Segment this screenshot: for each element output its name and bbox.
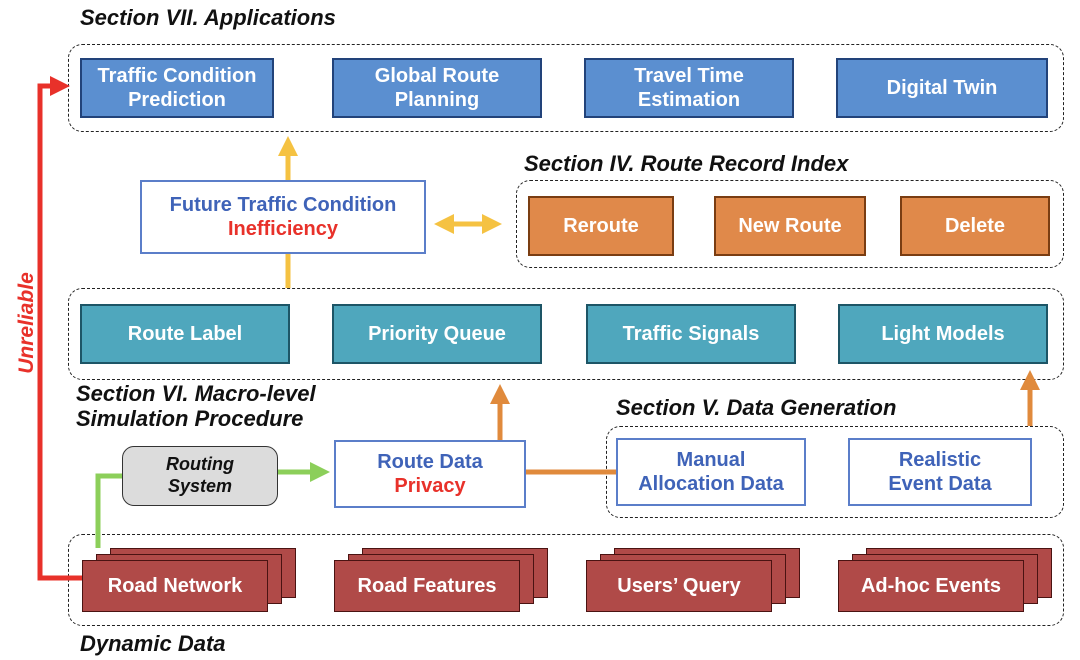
app-label-line2: Prediction — [128, 89, 226, 111]
doc-sheet-front: Road Features — [334, 560, 520, 612]
op-delete: Delete — [900, 196, 1050, 256]
section-dynamic-data-title: Dynamic Data — [80, 631, 226, 656]
app-label-line2: Estimation — [637, 89, 741, 111]
section-macro-line1: Section VI. Macro-level — [76, 381, 316, 406]
doc-sheet-front: Users’ Query — [586, 560, 772, 612]
doc-users-query: Users’ Query — [586, 548, 800, 614]
route-data-issue: Privacy — [394, 475, 466, 497]
sim-priority-queue: Priority Queue — [332, 304, 542, 364]
doc-label: Road Features — [357, 574, 497, 597]
doc-label: Road Network — [107, 574, 243, 597]
doc-label: Users’ Query — [617, 574, 741, 597]
route-data-box: Route Data Privacy — [334, 440, 526, 508]
routing-system-box: Routing System — [122, 446, 278, 506]
app-label-line2: Planning — [394, 89, 480, 111]
doc-label: Ad-hoc Events — [860, 574, 1002, 597]
doc-road-network: Road Network — [82, 548, 296, 614]
section-route-record-index-title: Section IV. Route Record Index — [524, 151, 849, 176]
doc-sheet-front: Road Network — [82, 560, 268, 612]
future-traffic-issue: Inefficiency — [227, 218, 339, 240]
doc-ad-hoc-events: Ad-hoc Events — [838, 548, 1052, 614]
realistic-line1: Realistic — [898, 449, 982, 471]
section-macro-line2: Simulation Procedure — [76, 405, 304, 431]
op-reroute: Reroute — [528, 196, 674, 256]
routing-line2: System — [167, 476, 233, 496]
doc-sheet-front: Ad-hoc Events — [838, 560, 1024, 612]
realistic-event-data: Realistic Event Data — [848, 438, 1032, 506]
section-data-generation-title: Section V. Data Generation — [616, 395, 897, 420]
manual-allocation-data: Manual Allocation Data — [616, 438, 806, 506]
route-data-title: Route Data — [377, 451, 483, 473]
op-new-route: New Route — [714, 196, 866, 256]
app-label-line1: Digital Twin — [886, 77, 998, 99]
app-label-line1: Global Route — [374, 65, 500, 87]
sim-traffic-signals: Traffic Signals — [586, 304, 796, 364]
sim-route-label: Route Label — [80, 304, 290, 364]
app-digital-twin: Digital Twin — [836, 58, 1048, 118]
manual-line2: Allocation Data — [638, 473, 784, 495]
section-macro-simulation-title: Section VI. Macro-level Simulation Proce… — [76, 381, 316, 431]
section-applications-title: Section VII. Applications — [80, 5, 336, 30]
realistic-line2: Event Data — [888, 473, 992, 495]
future-traffic-title: Future Traffic Condition — [169, 194, 397, 216]
route-record-index-group — [516, 180, 1064, 268]
manual-line1: Manual — [676, 449, 746, 471]
routing-line1: Routing — [166, 454, 234, 475]
future-traffic-condition-box: Future Traffic Condition Inefficiency — [140, 180, 426, 254]
app-label-line1: Traffic Condition — [97, 65, 257, 87]
sim-light-models: Light Models — [838, 304, 1048, 364]
doc-road-features: Road Features — [334, 548, 548, 614]
unreliable-side-label: Unreliable — [15, 272, 38, 374]
app-label-line1: Travel Time — [634, 65, 744, 87]
